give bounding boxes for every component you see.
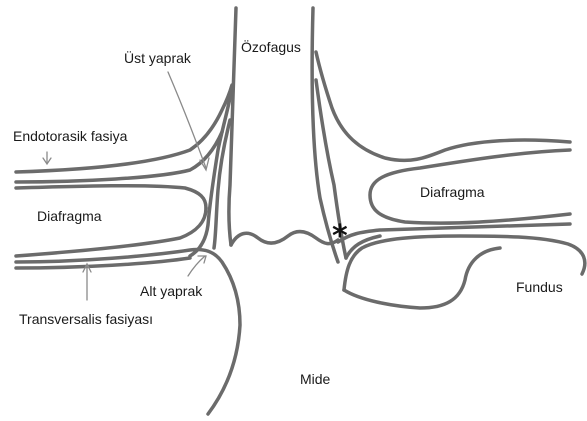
label-fundus: Fundus — [516, 280, 563, 294]
label-alt-yaprak: Alt yaprak — [140, 284, 202, 298]
stomach-lower-wall — [344, 248, 500, 308]
label-endotorasik-fasiya: Endotorasik fasiya — [13, 129, 127, 143]
transversalis-fascia-line — [16, 250, 240, 415]
label-transversalis-fasiyasi: Transversalis fasiyası — [19, 312, 153, 326]
label-diafragma-right: Diafragma — [420, 185, 485, 199]
label-mide: Mide — [300, 372, 330, 386]
label-diafragma-left: Diafragma — [37, 209, 102, 223]
left-diaphragm-muscle-top — [16, 186, 206, 208]
gastric-junction-line — [231, 232, 338, 245]
label-ust-yaprak: Üst yaprak — [124, 51, 191, 65]
label-ozofagus: Özofagus — [241, 40, 301, 54]
right-upper-crus — [316, 52, 570, 160]
asterisk-marker: * — [332, 222, 348, 252]
